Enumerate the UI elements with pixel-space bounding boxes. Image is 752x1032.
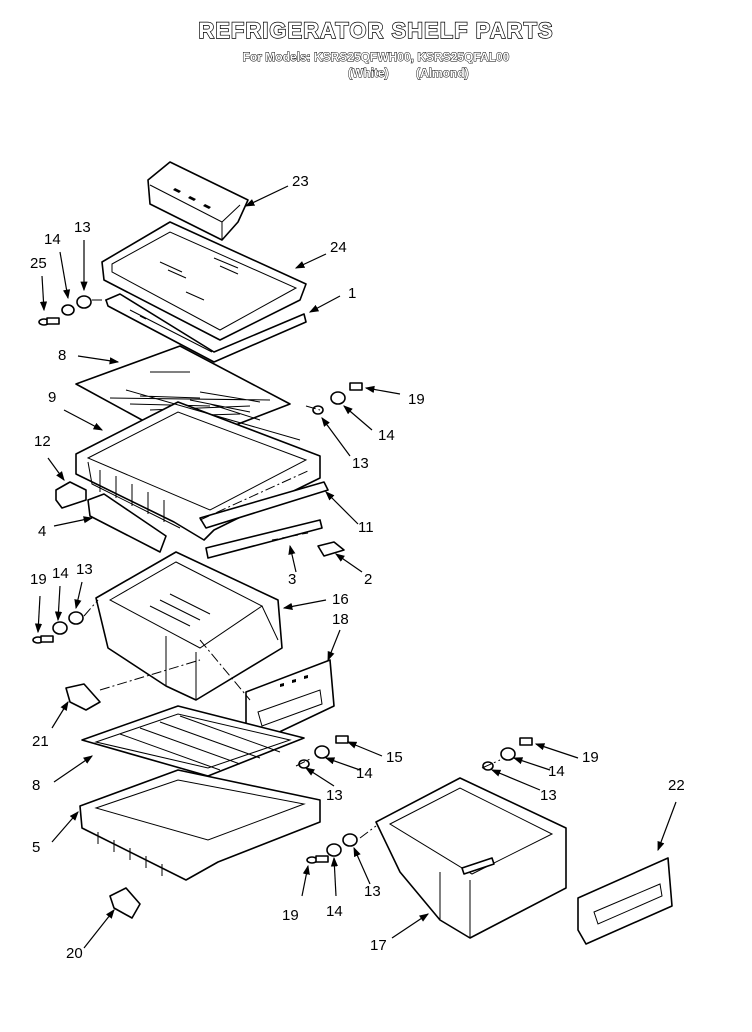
callout-19-c: 19 (582, 749, 599, 766)
part-16-drawer (95, 551, 283, 701)
fasteners (32, 295, 533, 864)
part-21-cover (65, 683, 101, 711)
callout-13-top: 13 (74, 219, 91, 236)
callout-12: 12 (34, 433, 51, 450)
callout-9: 9 (48, 389, 56, 406)
callout-14-b: 14 (378, 427, 395, 444)
callout-19-b: 19 (30, 571, 47, 588)
part-1-rail (105, 293, 307, 363)
callout-18: 18 (332, 611, 349, 628)
part-24-shelf-frame (101, 221, 307, 341)
callout-17: 17 (370, 937, 387, 954)
callout-11: 11 (358, 519, 374, 536)
part-23-bin (147, 161, 249, 241)
callout-13-b: 13 (352, 455, 369, 472)
callout-19-d: 19 (282, 907, 299, 924)
callout-14-f: 14 (326, 903, 343, 920)
leader-lines (34, 185, 677, 949)
callout-8-upper: 8 (58, 347, 66, 364)
models-line: For Models: KSRS25QFWH00, KSRS25QFAL00 (242, 50, 510, 65)
callout-1: 1 (348, 285, 356, 302)
variant-white: (White) (348, 66, 390, 81)
callout-22: 22 (668, 777, 685, 794)
callout-20: 20 (66, 945, 83, 962)
callout-13-e: 13 (540, 787, 557, 804)
callout-numbers: 23 24 1 13 14 25 8 9 19 14 13 12 11 4 3 … (30, 173, 685, 962)
assembly-lines (83, 299, 501, 839)
callout-2: 2 (364, 571, 372, 588)
part-17-drawer (375, 777, 567, 939)
callout-4: 4 (38, 523, 46, 540)
part-5-frame (79, 769, 321, 881)
callout-3: 3 (288, 571, 296, 588)
callout-8-lower: 8 (32, 777, 40, 794)
part-4-side-rail (87, 493, 167, 553)
part-11-front-trim (199, 481, 329, 529)
part-8-glass-lower (81, 705, 305, 777)
page-title: REFRIGERATOR SHELF PARTS (198, 17, 554, 43)
part-20-cover (109, 887, 141, 919)
callout-5: 5 (32, 839, 40, 856)
callout-19-a: 19 (408, 391, 425, 408)
callout-14-d: 14 (356, 765, 373, 782)
callout-24: 24 (330, 239, 347, 256)
callout-21: 21 (32, 733, 49, 750)
part-12-clip (55, 481, 87, 509)
callout-14-c: 14 (52, 565, 69, 582)
callout-25: 25 (30, 255, 47, 272)
callout-14-e: 14 (548, 763, 565, 780)
callout-13-d: 13 (326, 787, 343, 804)
variant-almond: (Almond) (416, 66, 470, 81)
callout-16: 16 (332, 591, 349, 608)
part-2-clip (317, 541, 345, 557)
callout-13-f: 13 (364, 883, 381, 900)
callout-14-top: 14 (44, 231, 61, 248)
callout-23: 23 (292, 173, 309, 190)
callout-13-c: 13 (76, 561, 93, 578)
callout-15: 15 (386, 749, 403, 766)
part-3-bar (205, 519, 323, 559)
part-22-drawer-front (577, 857, 673, 945)
